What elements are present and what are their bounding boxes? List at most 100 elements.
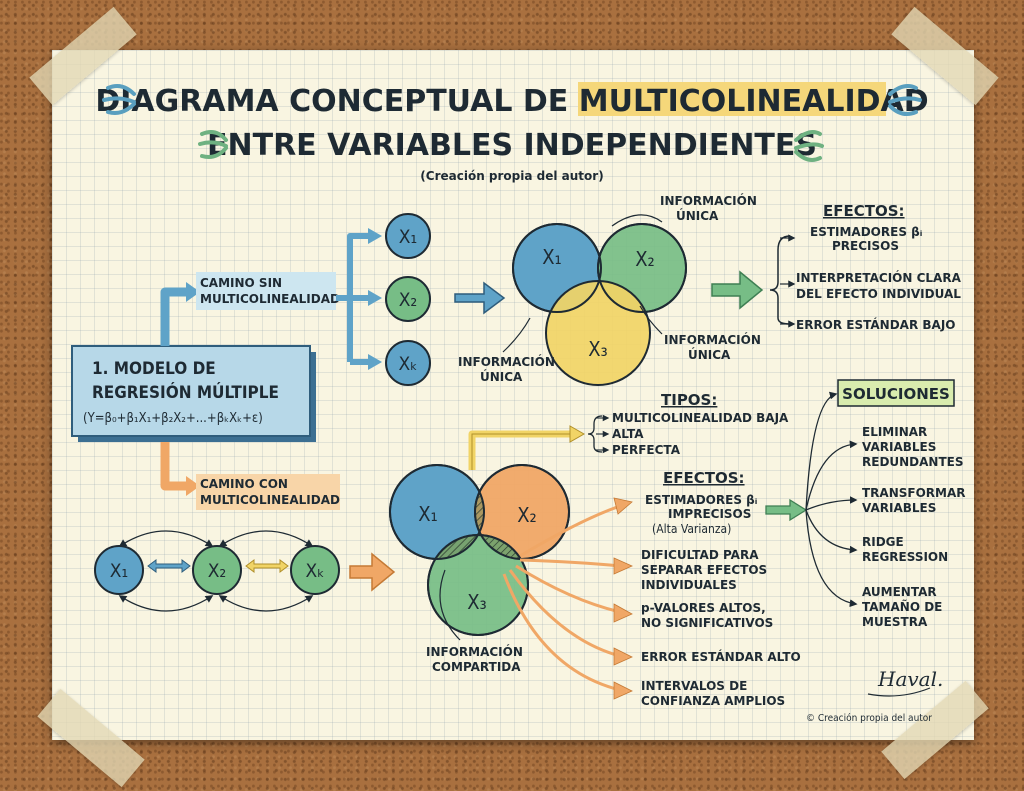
bottom-effect-4: ERROR ESTÁNDAR ALTO bbox=[641, 649, 801, 664]
leader-info-left bbox=[503, 318, 530, 352]
signature: Haval. bbox=[868, 667, 943, 696]
type-item-2: ALTA bbox=[612, 427, 644, 441]
solutions-branches bbox=[806, 394, 856, 604]
top-effect-1-line2: PRECISOS bbox=[832, 239, 899, 253]
bottom-effect-2: DIFICULTAD PARA SEPARAR EFECTOS INDIVIDU… bbox=[641, 548, 767, 592]
chain-arrow-x1-x2 bbox=[148, 560, 190, 572]
info-unique-left-1: INFORMACIÓN bbox=[458, 354, 555, 369]
var-xk-top: Xₖ bbox=[386, 341, 430, 385]
brace-top-effects bbox=[770, 236, 790, 324]
venn-bottom-x2: X₂ bbox=[517, 503, 537, 527]
brace-top-arrows bbox=[780, 238, 794, 324]
solution-4: AUMENTAR TAMAÑO DE MUESTRA bbox=[862, 585, 942, 629]
arrow-to-types bbox=[472, 426, 584, 470]
var-x2-bottom: X₂ bbox=[193, 546, 241, 594]
venn-bottom-x1: X₁ bbox=[418, 502, 438, 526]
model-formula: (Y=β₀+β₁X₁+β₂X₂+...+βₖXₖ+ε) bbox=[83, 411, 263, 426]
svg-text:X₂: X₂ bbox=[208, 560, 227, 582]
info-unique-right-1: INFORMACIÓN bbox=[664, 332, 761, 347]
arrow-to-venn-top bbox=[455, 283, 504, 313]
top-effect-2-line1: INTERPRETACIÓN CLARA bbox=[796, 270, 962, 285]
top-effect-1-line1: ESTIMADORES βᵢ bbox=[810, 225, 922, 239]
model-line1: 1. MODELO DE bbox=[92, 359, 216, 379]
shared-line1: INFORMACIÓN bbox=[426, 644, 523, 659]
solutions-heading: SOLUCIONES bbox=[842, 385, 950, 403]
branch-arrows-top bbox=[336, 236, 370, 362]
path-without-arrow bbox=[165, 282, 200, 346]
svg-text:VARIABLES: VARIABLES bbox=[862, 501, 936, 515]
path-with-line1: CAMINO CON bbox=[200, 477, 288, 491]
types-arrows bbox=[596, 418, 608, 450]
title-line1: DIAGRAMA CONCEPTUAL DE MULTICOLINEALIDAD bbox=[95, 84, 928, 119]
info-unique-right-2: ÚNICA bbox=[688, 347, 731, 362]
svg-text:Haval.: Haval. bbox=[877, 667, 943, 691]
info-unique-left-2: ÚNICA bbox=[480, 369, 523, 384]
svg-text:p-VALORES ALTOS,: p-VALORES ALTOS, bbox=[641, 601, 766, 615]
bottom-effect-1: ESTIMADORES βᵢ IMPRECISOS (Alta Varianza… bbox=[645, 493, 757, 536]
var-x2-top: X₂ bbox=[386, 277, 430, 321]
svg-text:SEPARAR EFECTOS: SEPARAR EFECTOS bbox=[641, 563, 767, 577]
svg-text:X₁: X₁ bbox=[399, 226, 418, 248]
svg-text:VARIABLES: VARIABLES bbox=[862, 440, 936, 454]
title-line2: ENTRE VARIABLES INDEPENDIENTES bbox=[207, 128, 817, 163]
svg-text:IMPRECISOS: IMPRECISOS bbox=[668, 507, 751, 521]
arrow-to-solutions bbox=[766, 500, 806, 520]
venn-top-x1: X₁ bbox=[542, 245, 562, 269]
svg-text:MUESTRA: MUESTRA bbox=[862, 615, 928, 629]
model-line2: REGRESIÓN MÚLTIPLE bbox=[92, 381, 279, 403]
svg-text:NO SIGNIFICATIVOS: NO SIGNIFICATIVOS bbox=[641, 616, 773, 630]
bottom-effects-heading: EFECTOS: bbox=[663, 469, 745, 487]
svg-text:ESTIMADORES βᵢ: ESTIMADORES βᵢ bbox=[645, 493, 757, 507]
svg-text:INDIVIDUALES: INDIVIDUALES bbox=[641, 578, 737, 592]
svg-text:DIFICULTAD PARA: DIFICULTAD PARA bbox=[641, 548, 759, 562]
svg-text:REGRESSION: REGRESSION bbox=[862, 550, 948, 564]
svg-text:REDUNDANTES: REDUNDANTES bbox=[862, 455, 964, 469]
arrow-to-venn-bottom bbox=[350, 554, 394, 590]
svg-text:ELIMINAR: ELIMINAR bbox=[862, 425, 927, 439]
path-without-line2: MULTICOLINEALIDAD bbox=[200, 292, 340, 306]
info-unique-top-1: INFORMACIÓN bbox=[660, 193, 757, 208]
type-item-1: MULTICOLINEALIDAD BAJA bbox=[612, 411, 789, 425]
top-effect-3-line1: ERROR ESTÁNDAR BAJO bbox=[796, 317, 956, 332]
path-with-line2: MULTICOLINEALIDAD bbox=[200, 493, 340, 507]
path-with-arrow bbox=[165, 442, 200, 496]
venn-top-x2: X₂ bbox=[635, 247, 655, 271]
type-item-3: PERFECTA bbox=[612, 443, 681, 457]
var-xk-bottom: Xₖ bbox=[291, 546, 339, 594]
top-effects-heading: EFECTOS: bbox=[823, 202, 905, 220]
chain-arrow-x2-xk bbox=[246, 560, 288, 572]
svg-text:Xₖ: Xₖ bbox=[306, 560, 325, 582]
branch-arrowheads-top bbox=[368, 228, 382, 370]
svg-text:X₁: X₁ bbox=[110, 560, 129, 582]
types-heading: TIPOS: bbox=[661, 391, 717, 409]
venn-top-x3: X₃ bbox=[588, 337, 608, 361]
svg-text:(Alta Varianza): (Alta Varianza) bbox=[652, 522, 731, 536]
var-x1-bottom: X₁ bbox=[95, 546, 143, 594]
subtitle: (Creación propia del autor) bbox=[420, 169, 603, 183]
bottom-effect-5: INTERVALOS DE CONFIANZA AMPLIOS bbox=[641, 679, 785, 708]
svg-text:INTERVALOS DE: INTERVALOS DE bbox=[641, 679, 747, 693]
top-effect-2-line2: DEL EFECTO INDIVIDUAL bbox=[796, 287, 961, 301]
info-unique-top-2: ÚNICA bbox=[676, 208, 719, 223]
shared-line2: COMPARTIDA bbox=[432, 660, 521, 674]
solution-3: RIDGE REGRESSION bbox=[862, 535, 948, 564]
arrow-to-effects-top bbox=[712, 272, 762, 308]
var-x1-top: X₁ bbox=[386, 214, 430, 258]
copyright: © Creación propia del autor bbox=[806, 712, 932, 724]
model-box: 1. MODELO DE REGRESIÓN MÚLTIPLE (Y=β₀+β₁… bbox=[72, 346, 316, 442]
venn-bottom-x3: X₃ bbox=[467, 590, 487, 614]
bottom-effect-3: p-VALORES ALTOS, NO SIGNIFICATIVOS bbox=[641, 601, 773, 630]
svg-text:CONFIANZA AMPLIOS: CONFIANZA AMPLIOS bbox=[641, 694, 785, 708]
title-block: DIAGRAMA CONCEPTUAL DE MULTICOLINEALIDAD… bbox=[95, 82, 928, 183]
solution-1: ELIMINAR VARIABLES REDUNDANTES bbox=[862, 425, 964, 469]
path-without-line1: CAMINO SIN bbox=[200, 276, 282, 290]
svg-text:AUMENTAR: AUMENTAR bbox=[862, 585, 937, 599]
svg-text:ERROR ESTÁNDAR ALTO: ERROR ESTÁNDAR ALTO bbox=[641, 649, 801, 664]
effects-fan-heads bbox=[614, 498, 632, 699]
svg-text:Xₖ: Xₖ bbox=[399, 353, 418, 375]
svg-text:TAMAÑO DE: TAMAÑO DE bbox=[862, 599, 942, 614]
svg-text:TRANSFORMAR: TRANSFORMAR bbox=[862, 486, 966, 500]
svg-text:RIDGE: RIDGE bbox=[862, 535, 904, 549]
solution-2: TRANSFORMAR VARIABLES bbox=[862, 486, 966, 515]
